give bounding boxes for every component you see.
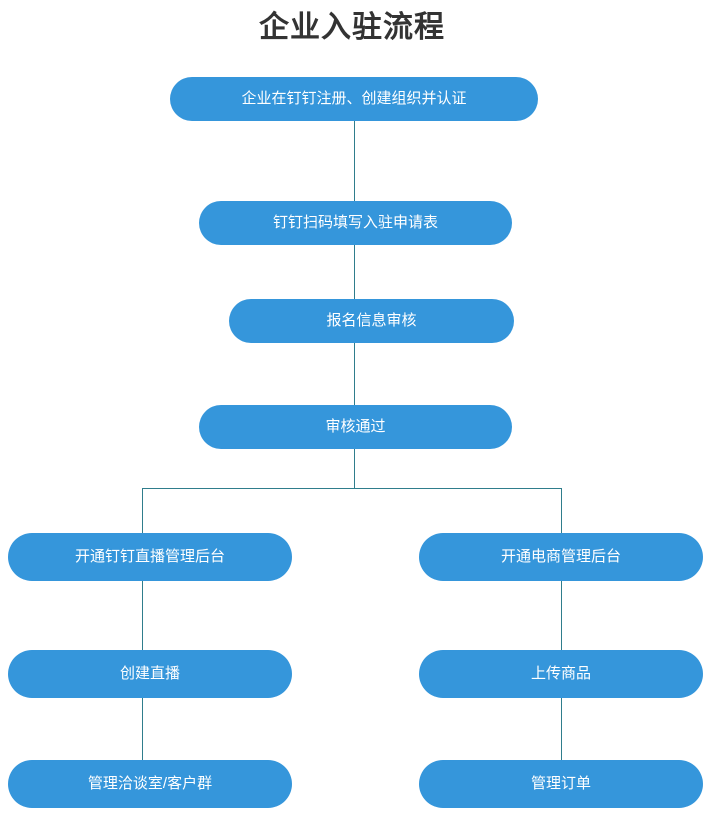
flow-node-n1[interactable]: 企业在钉钉注册、创建组织并认证 — [170, 77, 538, 121]
flow-node-n7[interactable]: 创建直播 — [8, 650, 292, 698]
flow-node-n8[interactable]: 上传商品 — [419, 650, 703, 698]
flow-node-label: 开通钉钉直播管理后台 — [74, 548, 225, 565]
connector-branch-right-down — [561, 488, 562, 533]
connector-n5-n7 — [142, 581, 143, 650]
page-title: 企业入驻流程 — [259, 11, 445, 44]
connector-branch-left-down — [142, 488, 143, 533]
connector-n8-n10 — [561, 698, 562, 760]
connector-n2-n3 — [354, 245, 355, 299]
flow-node-n9[interactable]: 管理洽谈室/客户群 — [8, 760, 292, 808]
flow-node-n2[interactable]: 钉钉扫码填写入驻申请表 — [199, 201, 512, 245]
flow-node-label: 管理洽谈室/客户群 — [87, 775, 213, 792]
flow-node-label: 报名信息审核 — [326, 312, 417, 329]
flow-node-n3[interactable]: 报名信息审核 — [229, 299, 514, 343]
flow-node-label: 创建直播 — [119, 665, 180, 682]
connector-n1-n2 — [354, 121, 355, 201]
connector-n7-n9 — [142, 698, 143, 760]
flow-node-label: 开通电商管理后台 — [500, 548, 621, 565]
flow-node-label: 企业在钉钉注册、创建组织并认证 — [241, 90, 467, 107]
flow-node-label: 上传商品 — [530, 665, 591, 682]
flow-node-n6[interactable]: 开通电商管理后台 — [419, 533, 703, 581]
connector-n3-n4 — [354, 343, 355, 405]
connector-branch-horizontal — [142, 488, 562, 489]
connector-n4-branch — [354, 449, 355, 488]
connector-n6-n8 — [561, 581, 562, 650]
flow-node-label: 管理订单 — [530, 775, 591, 792]
flow-node-n10[interactable]: 管理订单 — [419, 760, 703, 808]
flow-node-label: 钉钉扫码填写入驻申请表 — [272, 214, 438, 231]
flow-node-n5[interactable]: 开通钉钉直播管理后台 — [8, 533, 292, 581]
flow-node-label: 审核通过 — [325, 418, 386, 435]
flow-node-n4[interactable]: 审核通过 — [199, 405, 512, 449]
